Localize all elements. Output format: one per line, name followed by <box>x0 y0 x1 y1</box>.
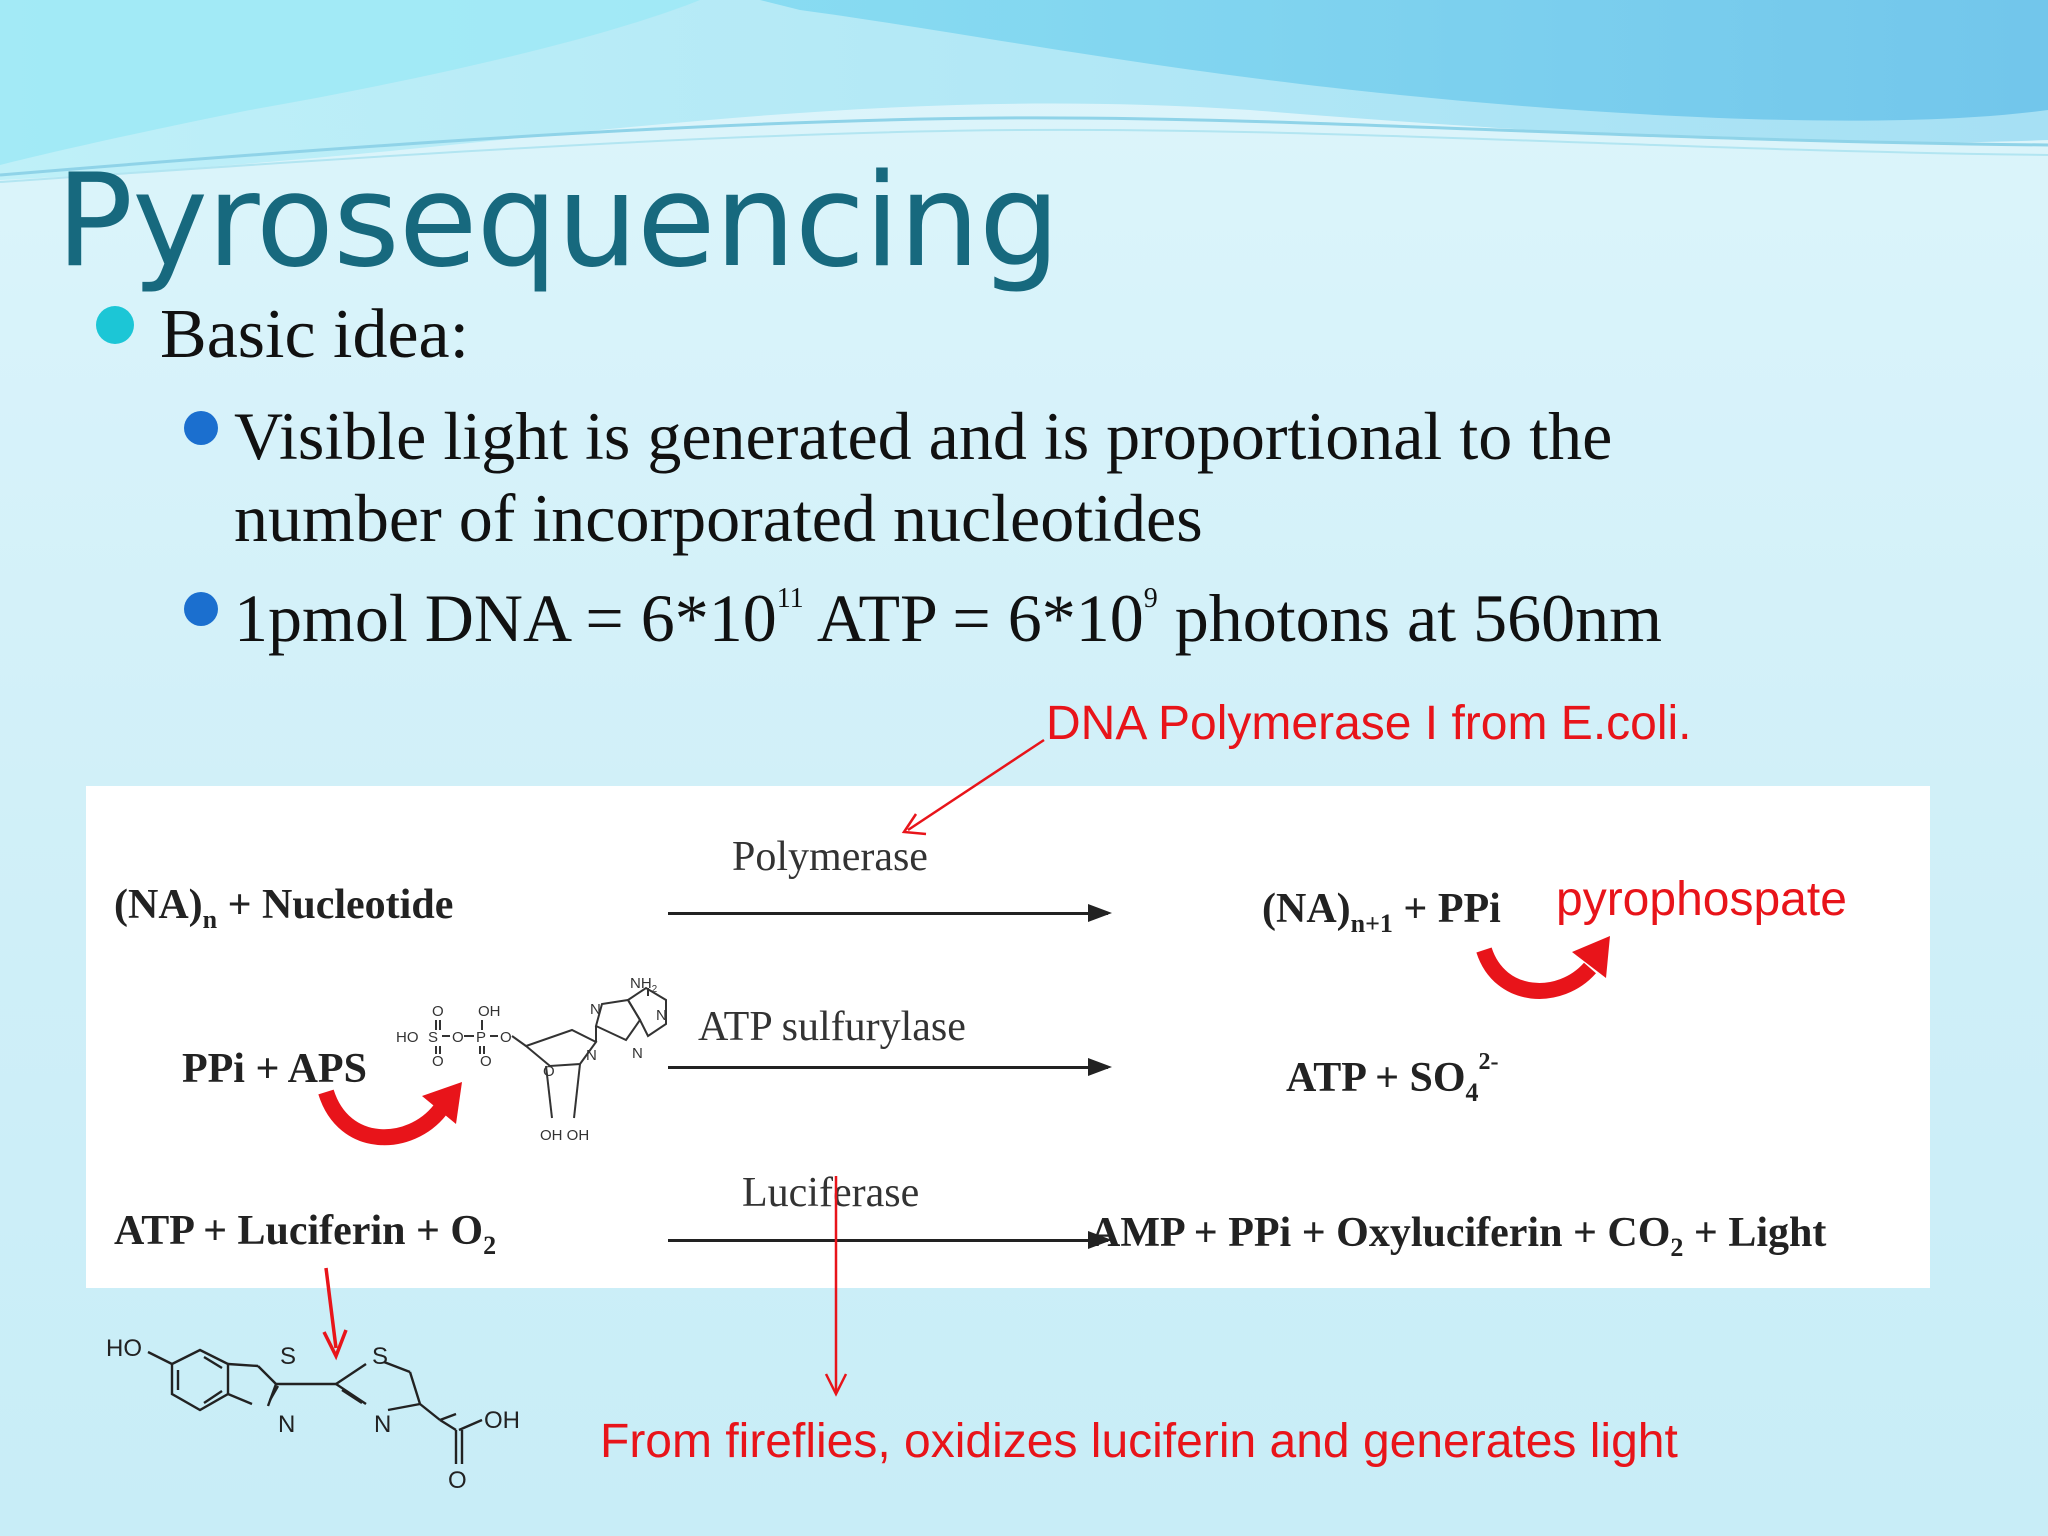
reaction3-reactants: ATP + Luciferin + O2 <box>114 1208 497 1260</box>
luciferin-pointer-arrowhead <box>322 1329 348 1361</box>
bullet-visible-light-line1: Visible light is generated and is propor… <box>234 398 1613 474</box>
luciferin-o-label: O <box>448 1467 467 1494</box>
luciferase-annotation: From fireflies, oxidizes luciferin and g… <box>600 1415 1678 1468</box>
pyrophosphate-annotation: pyrophospate <box>1556 873 1847 926</box>
reaction1-enzyme: Polymerase <box>732 834 928 880</box>
reaction-diagram: (NA)n + Nucleotide Polymerase (NA)n+1 + … <box>86 786 1930 1288</box>
reaction2-arrow <box>668 1058 1112 1076</box>
bullet-icon <box>96 306 134 344</box>
luciferase-pointer-arrowhead <box>824 1373 848 1397</box>
luciferin-n-label: N <box>278 1411 295 1438</box>
bullet-icon <box>184 592 218 626</box>
bullet-basic-idea: Basic idea: <box>160 296 470 373</box>
reaction2-enzyme: ATP sulfurylase <box>698 1004 966 1050</box>
reaction1-arrow <box>668 904 1112 922</box>
slide-title: Pyrosequencing <box>56 147 1060 296</box>
luciferin-oh-label: OH <box>484 1407 520 1434</box>
bullet-icon <box>184 411 218 445</box>
wave-background <box>0 0 2048 183</box>
luciferin-s-label: S <box>372 1343 388 1370</box>
reaction3-products: AMP + PPi + Oxyluciferin + CO2 + Light <box>1090 1210 1827 1262</box>
luciferin-n-label: N <box>374 1411 391 1438</box>
reaction2-reactants: PPi + APS <box>182 1046 367 1092</box>
luciferin-ho-label: HO <box>106 1335 142 1362</box>
bullet-visible-light-line2: number of incorporated nucleotides <box>234 480 1203 556</box>
reaction1-products: (NA)n+1 + PPi <box>1262 886 1501 938</box>
luciferin-s-label: S <box>280 1343 296 1370</box>
reaction2-products: ATP + SO42- <box>1286 1049 1499 1107</box>
bullet-pmol-conversion: 1pmol DNA = 6*1011 ATP = 6*109 photons a… <box>234 580 1663 656</box>
reaction3-enzyme: Luciferase <box>742 1170 920 1216</box>
polymerase-annotation: DNA Polymerase I from E.coli. <box>1046 697 1692 750</box>
reaction3-arrow <box>668 1231 1112 1249</box>
reaction1-reactants: (NA)n + Nucleotide <box>114 882 454 934</box>
